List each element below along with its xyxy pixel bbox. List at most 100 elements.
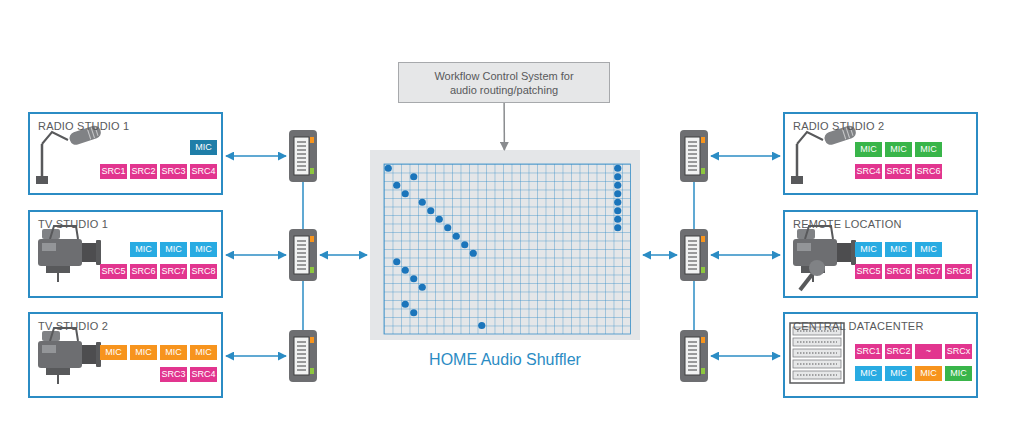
rack-frame	[790, 323, 844, 383]
channel-label: SRC4	[191, 164, 215, 179]
channel-tag: SRC4	[855, 164, 882, 179]
tv-camera	[793, 226, 856, 282]
crosspoint-dot	[614, 224, 621, 231]
link-arrow	[643, 254, 677, 256]
location-box: TV STUDIO 2MICMICMICMICSRC3SRC4	[28, 312, 223, 398]
crosspoint-dot	[402, 267, 409, 274]
channel-tag: SRC5	[855, 264, 882, 279]
microphone-stand	[36, 124, 102, 184]
link-arrow	[226, 155, 286, 157]
channel-label: SRC5	[886, 164, 910, 179]
crosspoint-dot	[614, 182, 621, 189]
channel-label: SRC4	[856, 164, 880, 179]
channel-tag: SRC4	[190, 164, 217, 179]
channel-tag: SRC5	[100, 264, 127, 279]
network-switch	[289, 130, 317, 182]
control-system-box: Workflow Control System for audio routin…	[398, 62, 610, 103]
crosspoint-dot	[427, 207, 434, 214]
link-arrow	[711, 355, 780, 357]
location-heading: RADIO STUDIO 1	[38, 120, 129, 132]
channel-label: MIC	[135, 345, 152, 360]
channel-label: MIC	[890, 142, 907, 157]
channel-tag: MIC	[855, 366, 882, 381]
channel-tag: MIC	[160, 345, 187, 360]
channel-tag: SRC1	[100, 164, 127, 179]
link-arrow	[226, 254, 286, 256]
channel-label: MIC	[135, 242, 152, 257]
crosspoint-dot	[436, 216, 443, 223]
channel-label: MIC	[920, 142, 937, 157]
crosspoint-dot	[478, 322, 485, 329]
crosspoint-dot	[402, 301, 409, 308]
crosspoint-dot	[453, 233, 460, 240]
network-switch	[680, 229, 708, 281]
crosspoint-dot	[419, 284, 426, 291]
channel-label: SRC6	[916, 164, 940, 179]
crosspoint-dot	[402, 190, 409, 197]
channel-label: MIC	[890, 242, 907, 257]
channel-label: SRC1	[856, 344, 880, 359]
channel-label: SRC1	[101, 164, 125, 179]
channel-label: MIC	[950, 366, 967, 381]
channel-tag: SRC5	[885, 164, 912, 179]
channel-label: SRC8	[191, 264, 215, 279]
channel-tag: MIC	[915, 142, 942, 157]
tv-camera	[38, 226, 101, 282]
channel-label: SRC5	[856, 264, 880, 279]
channel-tag: SRC7	[915, 264, 942, 279]
location-box: REMOTE LOCATIONMICMICMICSRC5SRC6SRC7SRC8	[783, 210, 978, 298]
crosspoint-dot	[614, 216, 621, 223]
channel-label: MIC	[165, 345, 182, 360]
channel-label: SRC3	[161, 164, 185, 179]
routing-grid	[384, 164, 631, 334]
location-box: RADIO STUDIO 1MICSRC1SRC2SRC3SRC4	[28, 112, 223, 195]
crosspoint-dot	[614, 207, 621, 214]
location-box: TV STUDIO 1MICMICMICSRC5SRC6SRC7SRC8	[28, 210, 223, 298]
link-arrow	[711, 254, 780, 256]
channel-label: MIC	[105, 345, 122, 360]
channel-label: SRC5	[101, 264, 125, 279]
link-arrow	[226, 355, 286, 357]
channel-tag: SRC2	[130, 164, 157, 179]
channel-label: MIC	[165, 242, 182, 257]
channel-label: SRC7	[161, 264, 185, 279]
channel-label: SRC7	[916, 264, 940, 279]
location-heading: CENTRAL DATACENTER	[793, 320, 924, 332]
channel-label: SRC2	[131, 164, 155, 179]
rack-vents	[797, 331, 837, 375]
channel-label: SRC4	[191, 367, 215, 382]
trunk-line	[693, 281, 695, 330]
channel-label: SRCx	[947, 344, 971, 359]
location-heading: RADIO STUDIO 2	[793, 120, 884, 132]
crosspoint-dot	[614, 190, 621, 197]
microphone-stand	[791, 124, 857, 184]
control-arrow	[503, 103, 505, 150]
channel-tag: SRCx	[945, 344, 972, 359]
network-switch	[680, 330, 708, 382]
channel-tag: SRC7	[160, 264, 187, 279]
channel-label: SRC2	[886, 344, 910, 359]
channel-tag: SRC3	[160, 367, 187, 382]
crosspoint-dot	[393, 258, 400, 265]
location-heading: TV STUDIO 2	[38, 320, 108, 332]
crosspoint-dot	[410, 275, 417, 282]
channel-label: MIC	[195, 242, 212, 257]
channel-tag: SRC8	[945, 264, 972, 279]
channel-tag: MIC	[100, 345, 127, 360]
channel-tag: MIC	[885, 142, 912, 157]
trunk-line	[302, 281, 304, 330]
server-rack	[790, 323, 844, 383]
channel-tag: SRC8	[190, 264, 217, 279]
channel-tag: MIC	[915, 366, 942, 381]
channel-label: MIC	[890, 366, 907, 381]
crosspoint-dot	[410, 173, 417, 180]
trunk-line	[302, 182, 304, 229]
link-arrow	[711, 155, 780, 157]
crosspoint-dot	[393, 182, 400, 189]
channel-tag: MIC	[190, 345, 217, 360]
location-box: RADIO STUDIO 2MICMICMICSRC4SRC5SRC6	[783, 112, 978, 195]
crosspoint-dot	[385, 165, 392, 172]
channel-label: MIC	[920, 242, 937, 257]
network-switch	[680, 130, 708, 182]
